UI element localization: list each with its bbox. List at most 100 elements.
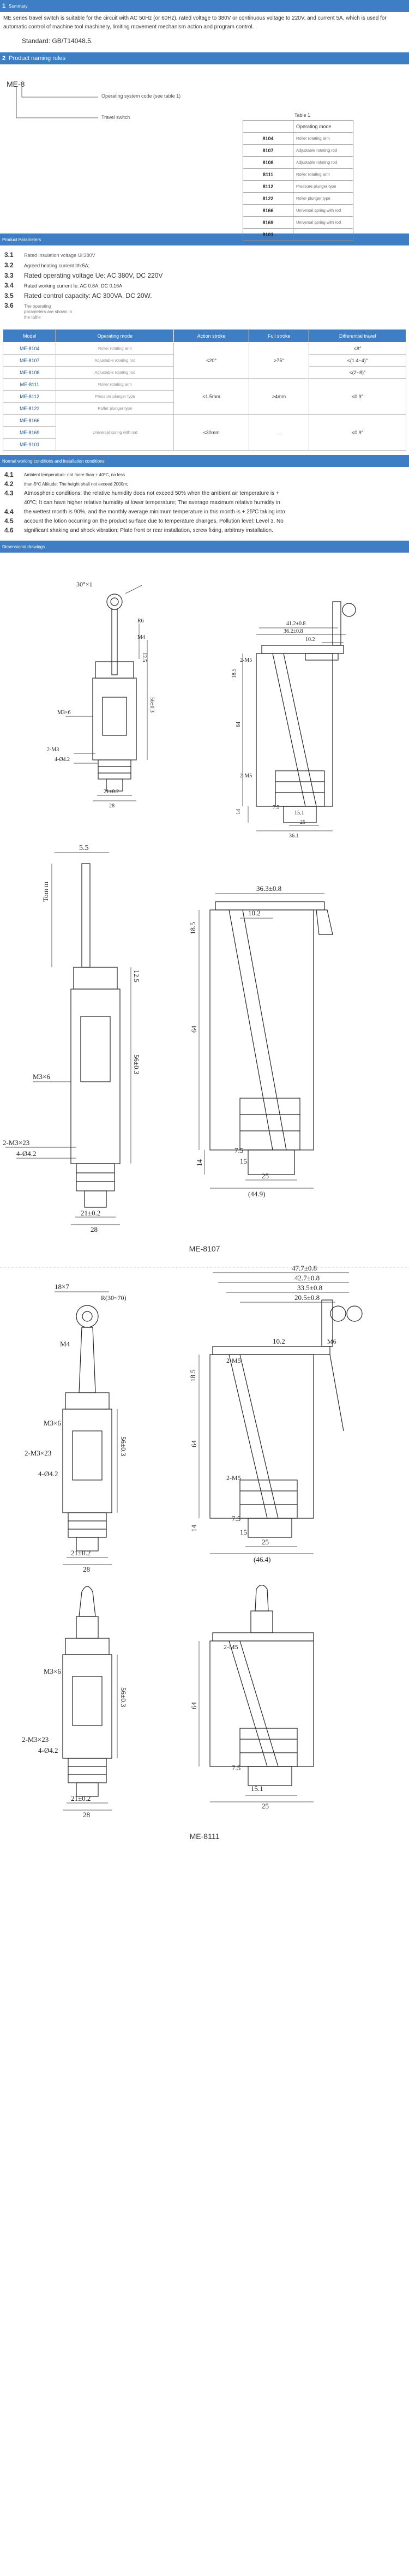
dim-text: 18.5 [189, 1369, 197, 1382]
dim-text: R(30~70) [101, 1294, 127, 1302]
dim-text: 14 [195, 1159, 203, 1167]
model-code: ME-8 [7, 80, 25, 88]
drawing-8107-side-small [242, 601, 356, 831]
dim-text: 2-M5 [226, 1357, 241, 1364]
section-title: Product naming rules [9, 55, 66, 62]
dim-text: 15 [240, 1157, 247, 1165]
dim-text: 21±0.2 [71, 1794, 91, 1802]
dim-text: M3×6 [44, 1419, 61, 1427]
dim-text: 7.5 [234, 1146, 243, 1154]
dim-text: Tom m [41, 882, 50, 902]
label-travel-switch: Travel switch [101, 115, 130, 120]
dim-text: 28 [91, 1225, 98, 1233]
drawing-plunger-front [62, 1586, 118, 1811]
dim-text: 2-M5 [240, 657, 252, 663]
section-title: Normal working conditions and installati… [2, 458, 105, 464]
dim-text: 18×7 [55, 1283, 69, 1291]
dim-text: 2-M3×23 [25, 1449, 51, 1457]
operating-parameters-table: Model Operating mode Action stroke Full … [2, 329, 406, 451]
dim-text: 64 [190, 1440, 198, 1448]
dim-text: 42.7±0.8 [294, 1274, 320, 1282]
dim-text: 14 [236, 809, 242, 814]
intro-text: ME series travel switch is suitable for … [3, 15, 387, 30]
dim-text: 7.5 [232, 1764, 240, 1772]
dim-text: M4 [137, 634, 145, 640]
dim-text: R6 [137, 618, 144, 624]
dim-text: 56±0.3 [119, 1687, 128, 1707]
dim-text: 36.3±0.8 [256, 884, 281, 892]
dim-text: 10.2 [273, 1337, 285, 1345]
dim-text: 47.7±0.8 [292, 1264, 317, 1272]
drawing-8111-side [199, 1272, 363, 1554]
section-number: 1 [2, 3, 6, 9]
dim-text: 21±0.2 [81, 1209, 100, 1217]
dim-text: 15.1 [294, 810, 304, 816]
dim-text: (46.4) [254, 1555, 270, 1563]
dim-text: 12.5 [141, 652, 147, 662]
table-row: ME-9101 [2, 438, 406, 451]
drawing-8107-front-small [65, 585, 148, 801]
dim-text: 2-M5 [226, 1474, 241, 1482]
dim-text: 56±0.3 [133, 1055, 141, 1074]
dim-text: 25 [262, 1802, 269, 1810]
drawing-8107-side-large [199, 893, 333, 1189]
dim-text: 56±0.3 [149, 697, 155, 712]
table-row: Operating mode [243, 120, 353, 133]
dim-text: (44.9) [248, 1190, 265, 1198]
dim-text: 2-M5 [224, 1643, 238, 1651]
list-item: 40ºC; It can have higher relative humidi… [24, 500, 280, 506]
table-row: 9101 [243, 228, 353, 241]
dim-text: 64 [190, 1702, 198, 1710]
dim-text: M3×6 [44, 1667, 61, 1675]
naming-leader-lines [16, 87, 98, 118]
dim-text: 18.5 [189, 922, 197, 934]
dim-text: 7.5 [232, 1514, 240, 1523]
drawing-8111-front [55, 1291, 118, 1565]
dim-text: 14 [190, 1525, 198, 1532]
dim-text: 28 [109, 803, 115, 809]
dim-text: M3×6 [57, 710, 71, 716]
dim-text: 2-M3 [47, 747, 59, 753]
drawing-canvas: 30°×1 R6 M4 M3×6 2-M3 4-Ø4.2 21±0.2 28 1… [0, 580, 409, 1819]
dim-text: M4 [60, 1340, 70, 1348]
dim-text: 33.5±0.8 [297, 1284, 322, 1292]
dim-text: 25 [262, 1172, 269, 1180]
dim-text: 18.5 [231, 669, 237, 679]
dim-text: 2-M5 [240, 773, 252, 779]
drawing-caption: ME-8111 [189, 1832, 220, 1841]
dim-text: 10.2 [248, 909, 261, 917]
dim-text: 7.5 [273, 805, 280, 811]
section-header-conditions: Normal working conditions and installati… [0, 455, 409, 467]
dimensional-drawings: 30°×1 R6 M4 M3×6 2-M3 4-Ø4.2 21±0.2 28 1… [0, 553, 409, 2353]
dim-text: 41.2±0.8 [286, 621, 306, 627]
dim-text: 20.5±0.8 [294, 1293, 320, 1302]
dim-text: 21±0.2 [71, 1549, 91, 1557]
dim-text: 4-Ø4.2 [38, 1746, 58, 1754]
dim-text: 2-M3×23 [22, 1735, 49, 1744]
dim-text: 64 [236, 722, 242, 727]
dim-text: M3×6 [33, 1073, 50, 1081]
